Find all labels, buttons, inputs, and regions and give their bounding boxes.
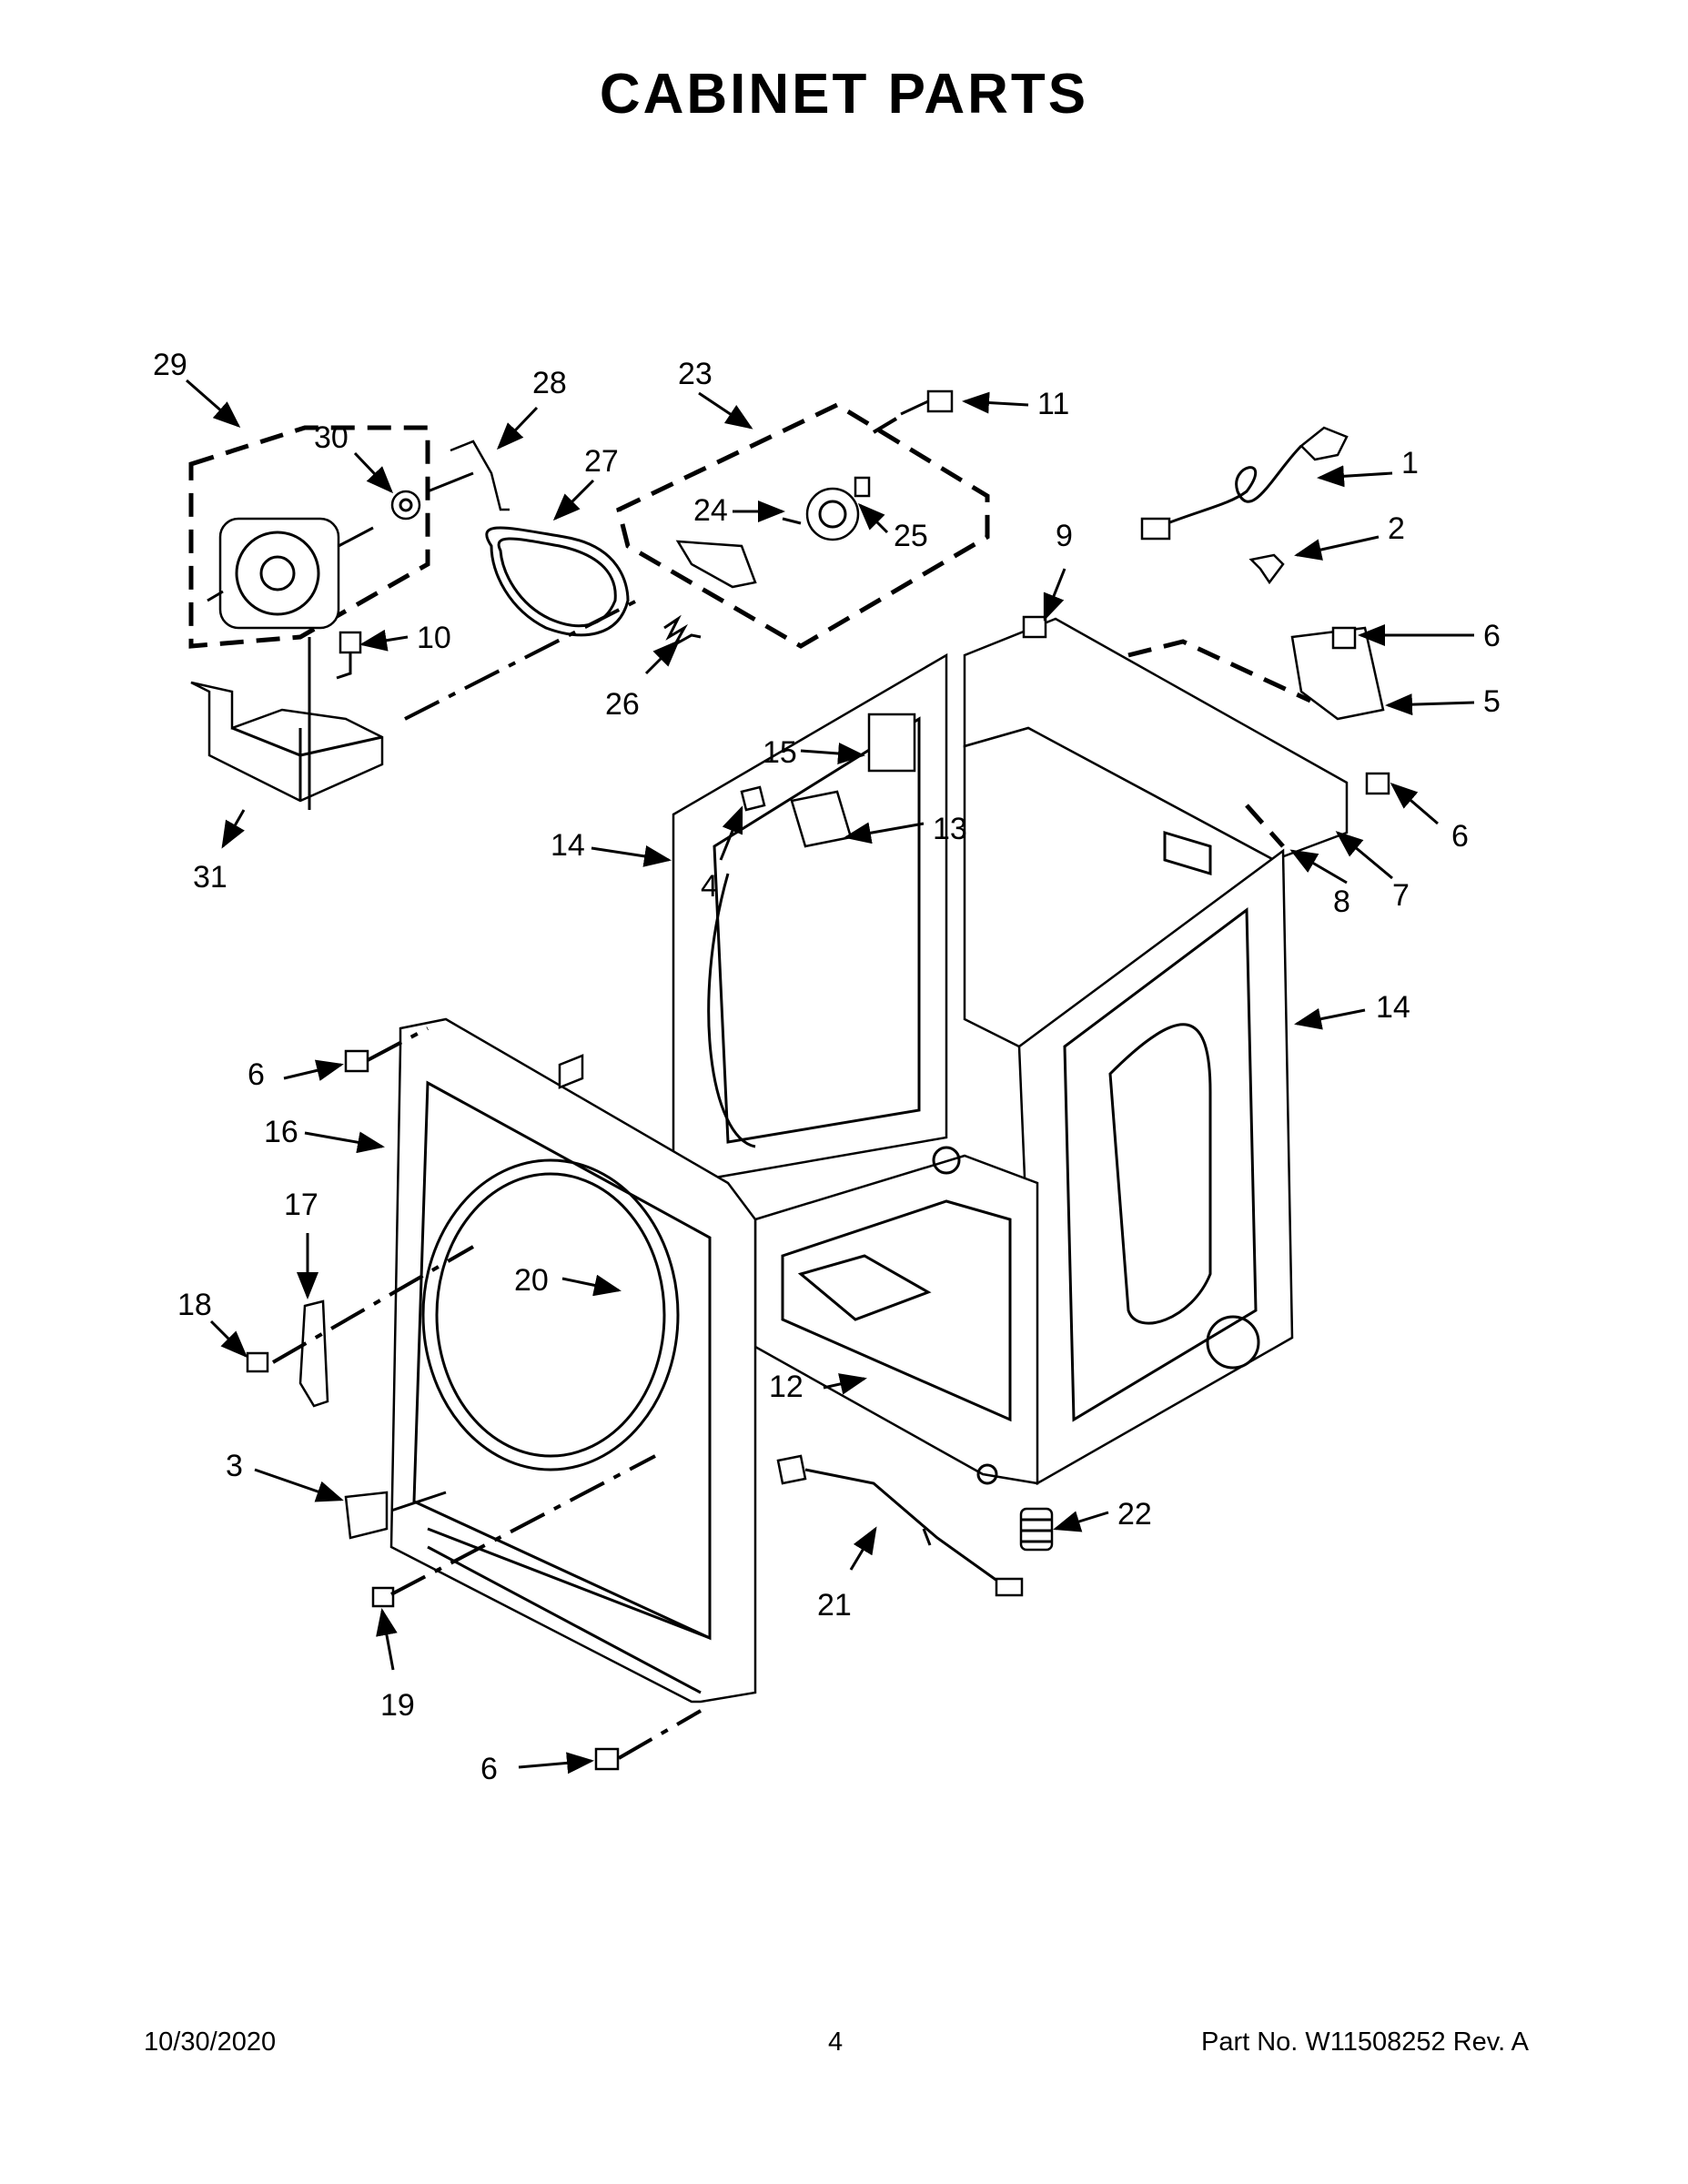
callout-5: 5 <box>1483 684 1501 719</box>
callout-23: 23 <box>678 357 713 391</box>
callout-30: 30 <box>314 420 349 455</box>
base <box>753 1146 1039 1485</box>
footer-page-number: 4 <box>828 2027 844 2057</box>
page-title: CABINET PARTS <box>599 63 1089 126</box>
callout-29: 29 <box>153 348 187 382</box>
screw-6-top <box>1331 626 1357 650</box>
motor-bracket <box>190 637 384 810</box>
callout-4: 4 <box>701 869 718 904</box>
callout-15: 15 <box>763 735 797 770</box>
callout-6-front-bottom: 6 <box>480 1752 498 1786</box>
power-cord <box>1140 426 1349 541</box>
screw-9 <box>1022 615 1047 639</box>
callout-2: 2 <box>1388 511 1405 546</box>
callouts: 29 30 28 27 23 11 24 25 1 2 10 26 9 6 15… <box>153 348 1501 1786</box>
callout-25: 25 <box>894 519 928 553</box>
footer-date: 10/30/2020 <box>144 2027 277 2057</box>
cord-clip <box>1248 553 1285 585</box>
callout-1: 1 <box>1401 446 1419 480</box>
callout-13: 13 <box>933 812 967 846</box>
screw-6-front-bottom <box>594 1747 620 1771</box>
callout-18: 18 <box>177 1288 212 1322</box>
wire-harness <box>776 1454 1024 1597</box>
callout-24: 24 <box>693 493 728 528</box>
front-panel <box>389 1017 757 1704</box>
callout-19: 19 <box>380 1688 415 1723</box>
screw-11 <box>872 389 954 434</box>
lens-17 <box>298 1299 329 1408</box>
callout-22: 22 <box>1117 1497 1152 1532</box>
drive-belt <box>485 526 630 637</box>
idler-spring <box>663 614 702 648</box>
callout-17: 17 <box>284 1188 318 1222</box>
callout-28: 28 <box>532 366 567 400</box>
rear-panel <box>963 617 1385 1048</box>
callout-31: 31 <box>193 860 227 895</box>
callout-27: 27 <box>584 444 619 479</box>
button-3 <box>344 1491 389 1540</box>
callout-12: 12 <box>769 1370 804 1404</box>
callout-14-left: 14 <box>551 828 585 863</box>
callout-9: 9 <box>1056 519 1073 553</box>
callout-8: 8 <box>1333 885 1350 919</box>
callout-11: 11 <box>1037 387 1069 421</box>
motor-assembly <box>188 425 510 680</box>
callout-6-front-top: 6 <box>248 1057 265 1092</box>
idler-assembly <box>616 402 990 649</box>
screw-6-front-top <box>344 1049 369 1073</box>
screw-19 <box>371 1586 395 1608</box>
leveling-foot <box>1019 1507 1054 1552</box>
callout-6-right: 6 <box>1451 819 1469 854</box>
callout-26: 26 <box>605 687 640 722</box>
callout-21: 21 <box>817 1588 852 1623</box>
callout-20: 20 <box>514 1263 549 1298</box>
callout-10: 10 <box>417 621 451 655</box>
footer-part-number: Part No. W11508252 Rev. A <box>1200 2027 1529 2057</box>
callout-14-right: 14 <box>1376 990 1410 1025</box>
left-side-panel <box>672 652 948 1180</box>
right-side-panel <box>1017 848 1294 1486</box>
callout-7: 7 <box>1392 878 1410 913</box>
callout-6-top: 6 <box>1483 619 1501 653</box>
callout-3: 3 <box>226 1449 243 1483</box>
callout-16: 16 <box>264 1115 298 1149</box>
screw-18 <box>246 1351 269 1373</box>
screw-6-right <box>1365 772 1390 795</box>
